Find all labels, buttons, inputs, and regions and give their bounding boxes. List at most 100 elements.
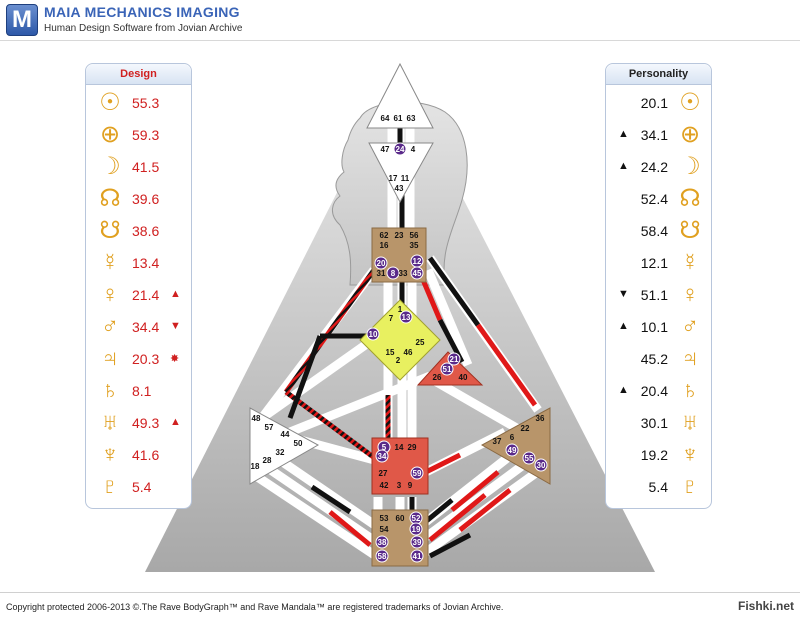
gate-marker xyxy=(534,458,548,472)
design-row-uranus: ♅49.3▲ xyxy=(86,408,191,440)
marker-icon: ▲ xyxy=(618,320,629,332)
footer: Copyright protected 2006-2013 ©.The Rave… xyxy=(0,592,800,622)
marker-icon: ▲ xyxy=(618,160,629,172)
personality-panel: Personality ☉20.1⊕34.1▲☽24.2▲☊52.4☋58.4☿… xyxy=(605,63,712,509)
south-node-icon: ☋ xyxy=(679,217,701,244)
personality-row-north-node: ☊52.4 xyxy=(606,184,711,216)
gate-solar_plexus-5: 55 xyxy=(525,454,534,463)
personality-value: 24.2 xyxy=(640,159,668,175)
personality-value: 51.1 xyxy=(640,287,668,303)
personality-row-earth: ⊕34.1▲ xyxy=(606,120,711,152)
gate-marker xyxy=(440,362,454,376)
personality-value: 58.4 xyxy=(640,223,668,239)
design-row-neptune: ♆41.6 xyxy=(86,440,191,472)
jupiter-icon: ♃ xyxy=(681,345,699,372)
gate-ego-2: 26 xyxy=(433,373,442,382)
personality-row-south-node: ☋ 58.4 xyxy=(606,216,711,248)
personality-row-saturn: ♄20.4▲ xyxy=(606,376,711,408)
gate-head-1: 61 xyxy=(394,114,403,123)
marker-icon: ▼ xyxy=(170,320,181,332)
saturn-icon: ♄ xyxy=(101,377,119,404)
spleen-center xyxy=(249,407,320,485)
personality-value: 34.1 xyxy=(640,127,668,143)
gate-spleen-5: 28 xyxy=(263,456,272,465)
design-row-earth: ⊕ 59.3 xyxy=(86,120,191,152)
gate-root-4: 19 xyxy=(412,525,421,534)
app-logo-icon: M xyxy=(6,4,38,36)
personality-row-moon: ☽24.2▲ xyxy=(606,152,711,184)
gate-g-0: 1 xyxy=(398,305,403,314)
gate-ajna-1: 24 xyxy=(396,145,405,154)
personality-value: 19.2 xyxy=(640,447,668,463)
design-row-moon: ☽ 41.5 xyxy=(86,152,191,184)
marker-icon: ✸ xyxy=(170,353,180,365)
gate-throat-5: 20 xyxy=(377,259,386,268)
gate-marker xyxy=(386,266,400,280)
design-value: 5.4 xyxy=(132,479,152,495)
personality-value: 52.4 xyxy=(640,191,668,207)
neptune-icon: ♆ xyxy=(681,441,699,468)
mars-icon: ♂ xyxy=(101,313,119,340)
gate-marker xyxy=(375,535,389,549)
south-node-icon: ☋ xyxy=(99,217,121,244)
design-panel: Design ☉55.3⊕59.3☽41.5☊39.6☋38.6☿13.4♀21… xyxy=(85,63,192,509)
venus-icon: ♀ xyxy=(101,281,119,308)
sun-icon: ☉ xyxy=(99,89,121,116)
gate-solar_plexus-2: 6 xyxy=(510,433,515,442)
gate-throat-10: 45 xyxy=(413,269,422,278)
personality-row-sun: ☉20.1 xyxy=(606,88,711,120)
gate-throat-7: 8 xyxy=(391,269,396,278)
mercury-icon: ☿ xyxy=(101,249,119,276)
personality-value: 20.4 xyxy=(640,383,668,399)
personality-value: 10.1 xyxy=(640,319,668,335)
personality-title: Personality xyxy=(606,64,711,85)
gate-spleen-2: 44 xyxy=(281,430,290,439)
gate-head-0: 64 xyxy=(381,114,390,123)
gate-throat-6: 31 xyxy=(377,269,386,278)
marker-icon: ▲ xyxy=(170,288,181,300)
personality-row-pluto: ♇5.4 xyxy=(606,472,711,504)
personality-row-mercury: ☿12.1 xyxy=(606,248,711,280)
gate-root-0: 53 xyxy=(380,514,389,523)
gate-sacral-2: 29 xyxy=(408,443,417,452)
marker-icon: ▲ xyxy=(170,416,181,428)
gate-root-3: 54 xyxy=(380,525,389,534)
design-value: 34.4 xyxy=(132,319,160,335)
g-center xyxy=(359,299,441,381)
uranus-icon: ♅ xyxy=(681,409,699,436)
gate-g-6: 25 xyxy=(416,338,425,347)
design-value: 55.3 xyxy=(132,95,160,111)
gate-spleen-6: 18 xyxy=(251,462,260,471)
gate-marker xyxy=(366,327,380,341)
gate-ajna-2: 4 xyxy=(411,145,416,154)
marker-icon: ▼ xyxy=(618,288,629,300)
marker-icon: ▲ xyxy=(618,128,629,140)
marker-icon: ▲ xyxy=(618,384,629,396)
gate-marker xyxy=(410,266,424,280)
design-value: 41.5 xyxy=(132,159,160,175)
app-header: M MAIA MECHANICS IMAGING Human Design So… xyxy=(0,0,800,41)
gate-marker xyxy=(374,256,388,270)
gate-root-5: 38 xyxy=(378,538,387,547)
design-value: 13.4 xyxy=(132,255,160,271)
design-title: Design xyxy=(86,64,191,85)
personality-value: 30.1 xyxy=(640,415,668,431)
gate-solar_plexus-3: 37 xyxy=(493,437,502,446)
gate-g-5: 46 xyxy=(404,348,413,357)
gate-marker xyxy=(409,522,423,536)
gate-marker xyxy=(410,466,424,480)
gate-throat-0: 62 xyxy=(380,231,389,240)
earth-icon: ⊕ xyxy=(99,121,121,148)
design-row-venus: ♀ 21.4 ▲ xyxy=(86,280,191,312)
gate-ajna-3: 17 xyxy=(389,174,398,183)
gate-sacral-1: 14 xyxy=(395,443,404,452)
gate-g-4: 15 xyxy=(386,348,395,357)
design-value: 21.4 xyxy=(132,287,160,303)
moon-icon: ☽ xyxy=(99,153,121,180)
gate-sacral-4: 27 xyxy=(379,469,388,478)
design-value: 59.3 xyxy=(132,127,160,143)
design-row-north-node: ☊39.6 xyxy=(86,184,191,216)
gate-g-3: 10 xyxy=(369,330,378,339)
